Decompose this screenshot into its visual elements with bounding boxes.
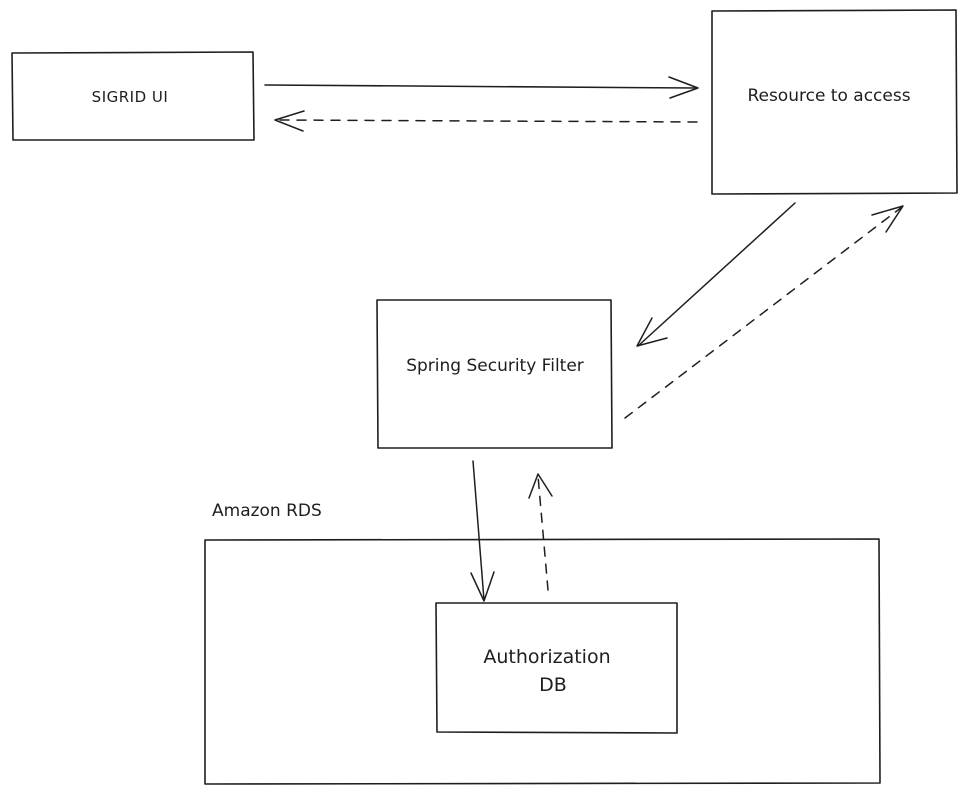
arrowhead-left-icon	[274, 110, 305, 132]
arrowhead-up-right-icon	[871, 205, 904, 233]
sigrid-ui-node: SIGRID UI	[11, 51, 255, 141]
authorization-db-box	[435, 602, 678, 734]
arrow-ui-to-resource	[264, 76, 699, 99]
sigrid-ui-box	[11, 51, 255, 141]
arrow-filter-to-resource	[624, 205, 904, 419]
resource-node: Resource to access	[711, 9, 958, 195]
authorization-db-node: Authorization DB	[435, 602, 678, 734]
authorization-db-label-line2: DB	[539, 674, 567, 696]
arrow-filter-to-db	[470, 460, 495, 602]
amazon-rds-label: Amazon RDS	[212, 501, 322, 521]
arrow-resource-to-ui	[274, 110, 698, 132]
arrow-resource-to-filter	[636, 202, 796, 347]
arrowhead-down-left-icon	[636, 317, 668, 347]
amazon-rds-group: Amazon RDS	[204, 501, 881, 785]
spring-security-filter-label: Spring Security Filter	[406, 356, 584, 376]
spring-security-filter-node: Spring Security Filter	[376, 299, 613, 449]
arrowhead-right-icon	[668, 76, 699, 99]
authorization-db-label-line1: Authorization	[483, 646, 610, 668]
sigrid-ui-label: SIGRID UI	[92, 88, 169, 106]
arrowhead-up-icon	[528, 473, 553, 499]
resource-box	[711, 9, 958, 195]
arrow-db-to-filter	[528, 473, 553, 591]
arrowhead-down-icon	[470, 571, 495, 602]
spring-security-filter-box	[376, 299, 613, 449]
resource-label: Resource to access	[747, 86, 910, 106]
amazon-rds-boundary	[204, 538, 881, 785]
